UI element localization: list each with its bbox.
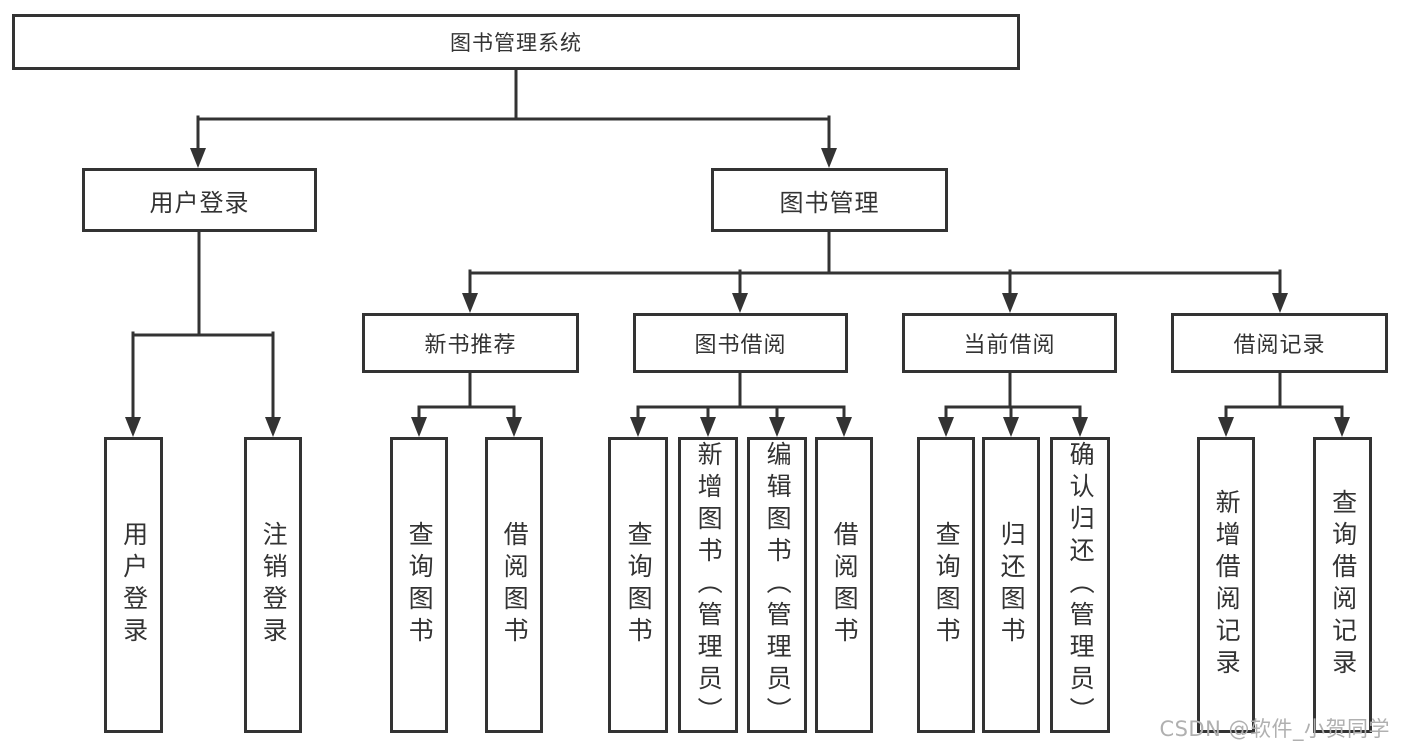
- leaf-label: 注销登录: [259, 521, 289, 649]
- leaf-label: 查询借阅记录: [1328, 489, 1358, 681]
- leaf-label: 借阅图书: [500, 521, 530, 649]
- leaf-query-books-borrowing: 查询图书: [608, 437, 668, 733]
- leaf-user-login: 用户登录: [104, 437, 163, 733]
- leaf-logout: 注销登录: [244, 437, 302, 733]
- leaf-return-books: 归还图书: [982, 437, 1040, 733]
- leaf-label: 借阅图书: [830, 521, 860, 649]
- leaf-borrow-books-recommend: 借阅图书: [485, 437, 543, 733]
- connector-leaf-branches: [417, 371, 1344, 421]
- leaf-label: 用户登录: [119, 521, 149, 649]
- node-user-login: 用户登录: [82, 168, 317, 232]
- leaf-label: 新增图书（管理员）: [694, 441, 724, 729]
- leaf-label: 查询图书: [624, 521, 654, 649]
- leaf-confirm-return-admin: 确认归还（管理员）: [1050, 437, 1110, 733]
- leaf-label: 新增借阅记录: [1212, 489, 1242, 681]
- leaf-query-books-current: 查询图书: [917, 437, 975, 733]
- leaf-label: 确认归还（管理员）: [1066, 441, 1096, 729]
- leaf-borrow-books-borrowing: 借阅图书: [815, 437, 873, 733]
- leaf-add-book-admin: 新增图书（管理员）: [678, 437, 738, 733]
- connector-management-branch: [468, 230, 1282, 297]
- node-new-book-recommend: 新书推荐: [362, 313, 579, 373]
- node-root: 图书管理系统: [12, 14, 1020, 70]
- node-book-borrowing: 图书借阅: [633, 313, 848, 373]
- connector-root-branch: [196, 68, 831, 152]
- leaf-label: 编辑图书（管理员）: [763, 441, 793, 729]
- leaf-edit-book-admin: 编辑图书（管理员）: [747, 437, 807, 733]
- leaf-label: 查询图书: [932, 521, 962, 649]
- leaf-label: 查询图书: [405, 521, 435, 649]
- leaf-query-books-recommend: 查询图书: [390, 437, 448, 733]
- leaf-query-borrow-record: 查询借阅记录: [1313, 437, 1372, 733]
- leaf-add-borrow-record: 新增借阅记录: [1197, 437, 1255, 733]
- node-book-management: 图书管理: [711, 168, 948, 232]
- leaf-label: 归还图书: [997, 521, 1027, 649]
- node-borrowing-records: 借阅记录: [1171, 313, 1388, 373]
- connector-login-branch: [131, 230, 275, 421]
- csdn-watermark: CSDN @软件_小贺同学: [1159, 717, 1390, 741]
- node-current-borrowing: 当前借阅: [902, 313, 1117, 373]
